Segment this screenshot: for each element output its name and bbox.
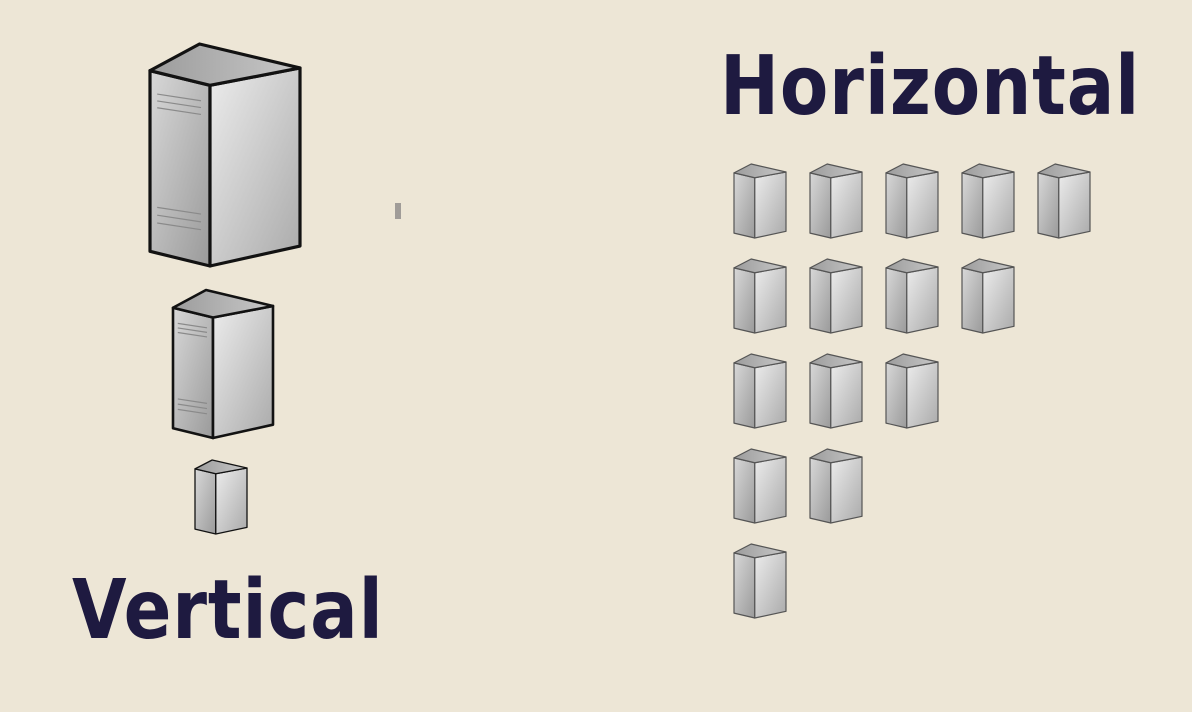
server-icon [809,448,863,524]
horizontal-scaling-grid [733,163,1091,619]
server-large-icon [148,42,302,268]
server-icon [809,163,863,239]
server-icon [733,543,787,619]
text-cursor-marker [395,203,401,219]
server-small-icon [194,459,248,535]
server-icon [809,353,863,429]
server-icon [733,163,787,239]
server-icon [1037,163,1091,239]
server-icon [885,258,939,334]
vertical-title: Vertical [72,563,384,658]
server-icon [961,163,1015,239]
vertical-scaling-group [148,42,302,535]
server-icon [733,353,787,429]
server-icon [733,448,787,524]
server-icon [885,353,939,429]
horizontal-title: Horizontal [720,39,1141,134]
server-icon [733,258,787,334]
server-icon [809,258,863,334]
server-medium-icon [171,288,275,440]
server-icon [961,258,1015,334]
server-icon [885,163,939,239]
